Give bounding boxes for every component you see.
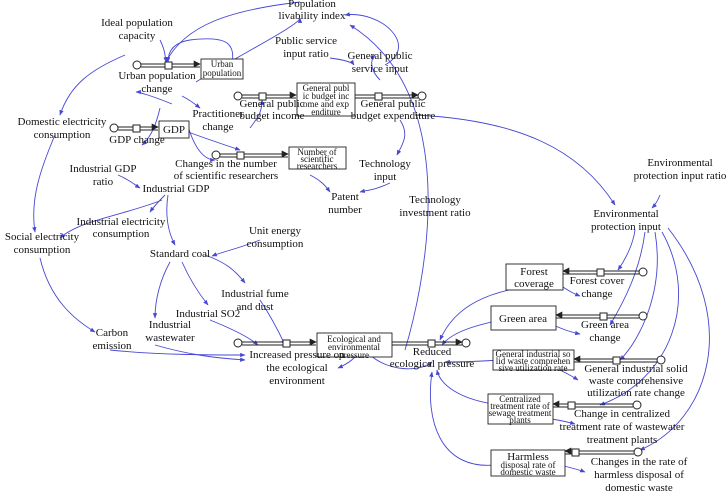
flow-researchers	[211, 150, 289, 160]
flow-wastewater	[552, 400, 642, 410]
causal-links	[32, 1, 710, 473]
flow-increased-pressure	[233, 338, 317, 348]
flow-solid-waste	[573, 355, 666, 365]
flow-forest-cover	[562, 267, 648, 277]
var-standard-coal[interactable]: Standard coal	[150, 248, 210, 260]
flow-harmless-disposal	[564, 447, 643, 457]
flow-budget-expenditure	[355, 91, 427, 101]
flow-reduced-pressure	[392, 338, 471, 348]
stock-gdp[interactable]: GDP	[158, 120, 190, 139]
flow-pipes	[109, 60, 666, 457]
stock-green-area[interactable]: Green area	[490, 305, 557, 331]
svg-text:Harmless: Harmless	[507, 451, 549, 463]
svg-text:GDP: GDP	[163, 124, 185, 136]
var-industrial-gdp[interactable]: Industrial GDP	[143, 183, 210, 195]
flow-green-area	[555, 311, 648, 321]
flow-urban-population	[132, 60, 201, 70]
var-gdp-change[interactable]: GDP change	[109, 134, 165, 146]
flow-budget-income	[233, 91, 297, 101]
flow-gdp	[109, 123, 159, 133]
svg-text:Green area: Green area	[499, 313, 547, 325]
svg-text:General public budget income a: General public budget income and expendi…	[303, 83, 350, 117]
svg-text:General industrial solid waste: General industrial solid waste comprehen…	[496, 349, 571, 373]
var-industrial-so2[interactable]: Industrial SO2	[176, 308, 240, 320]
